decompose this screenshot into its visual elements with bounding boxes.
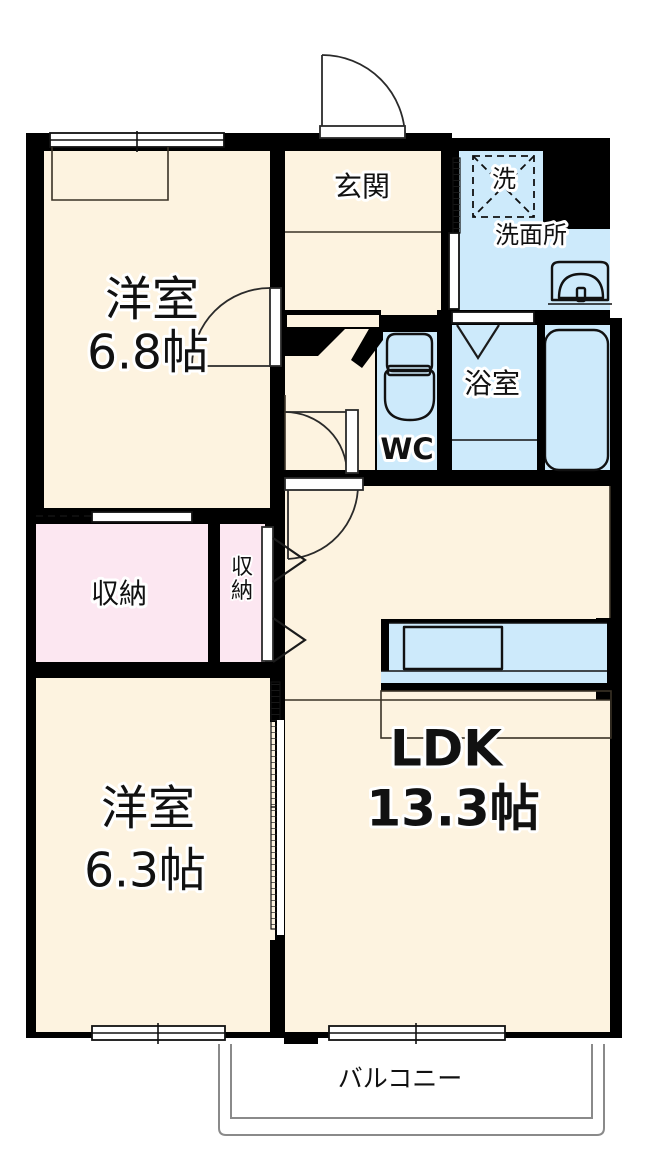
window-bedroom-north-icon xyxy=(49,131,225,152)
closet-large-door-icon xyxy=(36,511,193,523)
bedroom-south-floor xyxy=(36,676,275,1032)
room-fills xyxy=(36,151,610,1032)
toilet-bowl-icon xyxy=(383,332,436,422)
bedroom-north-floor xyxy=(44,151,270,508)
label-entrance: 玄関 xyxy=(334,170,390,203)
interior-outlines xyxy=(284,231,611,701)
label-washer-space: 洗 xyxy=(492,165,516,193)
closet-small-door-icon xyxy=(261,526,307,663)
label-bathroom: 浴室 xyxy=(464,367,520,400)
bedroom-south-sliding-door-icon xyxy=(270,681,284,935)
label-bedroom-north-size: 6.8帖 xyxy=(87,326,209,381)
toilet-door-icon xyxy=(284,409,359,475)
balcony xyxy=(218,1044,605,1136)
washroom-door-icon xyxy=(448,157,461,310)
washing-machine-space-icon xyxy=(472,155,535,218)
doors xyxy=(36,54,535,935)
label-ldk-size: 13.3帖 xyxy=(366,780,539,838)
label-bedroom-south-size: 6.3帖 xyxy=(84,844,206,899)
bedroom-north-door-icon xyxy=(191,287,282,367)
window-ldk-icon xyxy=(328,1023,506,1044)
label-washroom: 洗面所 xyxy=(495,221,567,249)
label-bedroom-south-name: 洋室 xyxy=(101,782,195,837)
label-toilet: WC xyxy=(380,432,433,466)
bathroom-floor xyxy=(452,325,610,480)
room-labels: 洋室 6.8帖 洋室 6.3帖 LDK 13.3帖 玄関 洗面所 洗 浴室 WC… xyxy=(81,162,570,1095)
bathroom-threshold xyxy=(451,311,535,324)
fixtures xyxy=(383,155,612,472)
label-balcony: バルコニー xyxy=(338,1064,463,1093)
entrance-floor xyxy=(285,151,441,315)
entrance-door-icon xyxy=(319,54,406,139)
ldk-floor-upper xyxy=(285,485,610,618)
washbasin-icon xyxy=(548,260,612,305)
closet-large-floor xyxy=(36,518,208,668)
bathroom-folding-door-icon xyxy=(456,324,500,361)
closet-small-text: 収納 xyxy=(230,555,253,604)
windows xyxy=(49,131,506,1044)
kitchen-counter xyxy=(380,619,612,739)
label-ldk-name: LDK xyxy=(390,720,504,778)
label-bedroom-north-name: 洋室 xyxy=(105,273,199,328)
label-closet-large: 収納 xyxy=(91,577,147,610)
window-bedroom-south-icon xyxy=(91,1023,226,1044)
label-closet-small: 収納 xyxy=(229,556,255,604)
closet-small-floor xyxy=(218,518,265,668)
